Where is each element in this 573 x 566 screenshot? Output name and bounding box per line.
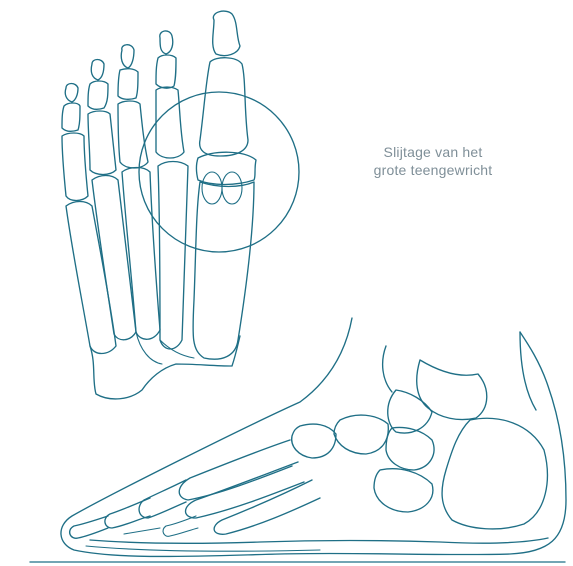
sole-line xyxy=(90,538,548,543)
fifth-toe-bones xyxy=(62,84,116,354)
third-toe-bones xyxy=(118,45,160,340)
calcaneus-bone xyxy=(442,418,547,529)
second-toe-bones xyxy=(156,31,188,349)
annotation-line-2: grote teengewricht xyxy=(374,162,493,178)
joint-highlight-circle xyxy=(139,92,299,252)
talus-bone xyxy=(417,360,487,420)
foot-top-view xyxy=(62,11,299,399)
tarsal-outline xyxy=(90,336,240,399)
annotation-line-1: Slijtage van het xyxy=(384,144,483,160)
big-toe-bones xyxy=(193,11,256,359)
foot-side-view xyxy=(61,318,566,557)
